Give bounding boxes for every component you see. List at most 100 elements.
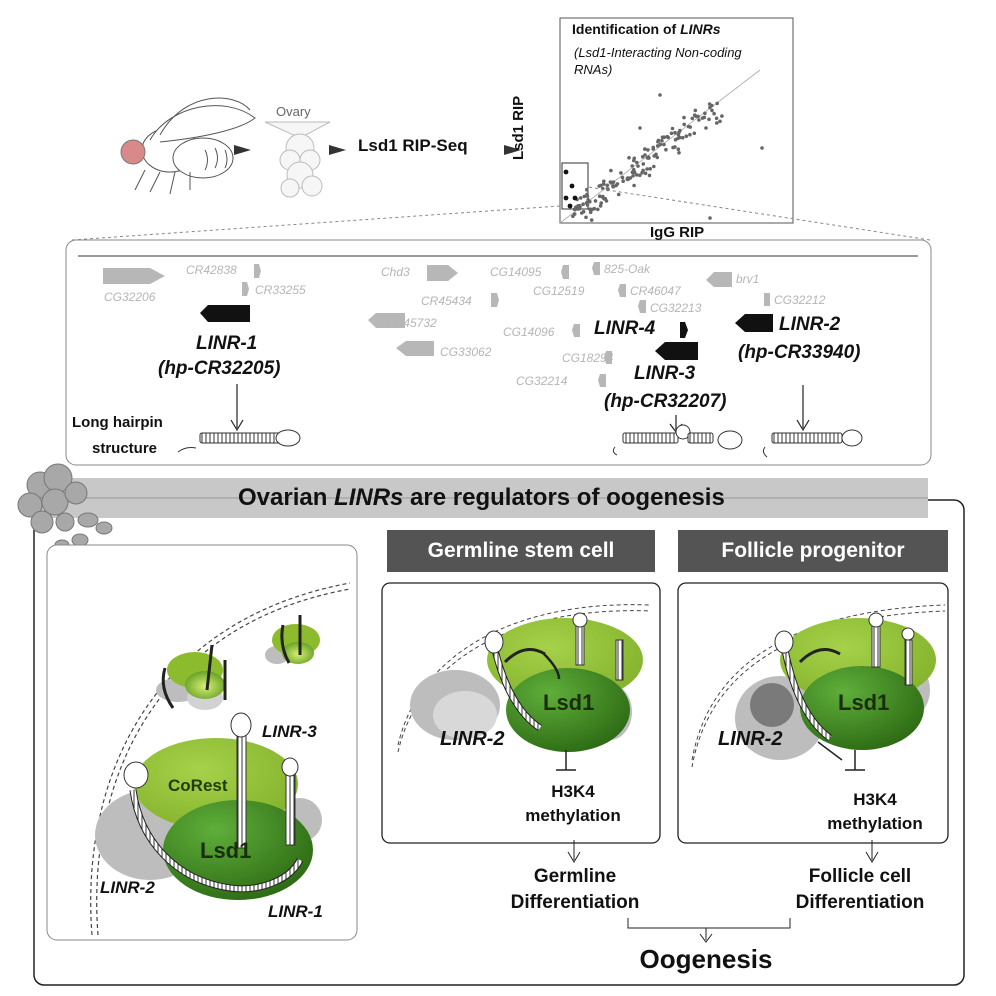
scatter-point <box>662 142 666 147</box>
follicle-diff-1: Follicle cell <box>808 866 912 887</box>
lsd1-label: Lsd1 <box>200 838 252 863</box>
scatter-point <box>715 101 719 106</box>
linr3-id: (hp-CR32207) <box>604 391 727 412</box>
linr4-label: LINR-4 <box>594 318 656 339</box>
scatter-point <box>682 122 686 127</box>
scatter-point <box>652 164 656 169</box>
scatter-point <box>651 145 656 150</box>
scatter-point <box>597 194 602 198</box>
germline-header: Germline stem cell <box>387 530 655 572</box>
complex-linr1-label: LINR-1 <box>268 902 323 921</box>
scatter-point <box>611 184 616 189</box>
germline-mark-2: methylation <box>525 806 621 825</box>
scatter-point <box>602 197 606 201</box>
ovary-label: Ovary <box>276 104 311 119</box>
scatter-point <box>584 215 588 220</box>
scatter-point <box>658 142 663 147</box>
scatter-point <box>645 156 650 160</box>
ovary-illustration <box>264 121 331 198</box>
complex-linr2-label: LINR-2 <box>100 878 155 897</box>
scatter-point <box>693 108 698 113</box>
scatter-point <box>647 173 652 178</box>
scatter-title: Identification of LINRs <box>572 21 721 37</box>
scatter-point <box>669 131 674 136</box>
gene-label: CG14095 <box>490 265 542 279</box>
scatter-subtitle-2: RNAs) <box>574 62 613 77</box>
scatter-point <box>602 179 606 184</box>
scatter-point <box>760 146 764 150</box>
scatter-point <box>708 216 712 220</box>
linr3-label: LINR-3 <box>634 363 696 384</box>
scatter-point <box>638 173 642 178</box>
scatter-point <box>640 155 645 159</box>
ovary-cluster <box>17 463 113 551</box>
scatter-point <box>585 187 589 192</box>
scatter-point <box>664 147 668 152</box>
follicle-mark-1: H3K4 <box>853 790 897 809</box>
scatter-point <box>673 130 677 135</box>
gene-label: CG32213 <box>650 301 702 315</box>
hairpin-structures <box>177 424 863 458</box>
scatter-point <box>581 209 586 214</box>
scatter-point <box>666 135 670 140</box>
scatter-point <box>652 154 656 158</box>
scatter-point <box>616 192 621 197</box>
follicle-header: Follicle progenitor <box>678 530 948 572</box>
scatter-point <box>703 111 707 116</box>
scatter-point <box>708 105 712 110</box>
gene-label: CG32214 <box>516 374 568 388</box>
scatter-point <box>588 210 593 215</box>
corest-label: CoRest <box>168 776 228 795</box>
scatter-point <box>575 207 580 211</box>
scatter-point <box>702 115 707 120</box>
scatter-point <box>707 102 712 106</box>
scatter-ylabel: Lsd1 RIP <box>510 95 527 160</box>
scatter-point <box>710 108 714 113</box>
scatter-point <box>586 198 590 202</box>
scatter-point <box>692 131 697 136</box>
gene-label: CR33255 <box>255 283 306 297</box>
scatter-point <box>620 175 625 180</box>
scatter-point <box>690 116 695 121</box>
scatter-point <box>714 116 719 121</box>
scatter-point <box>673 145 677 149</box>
scatter-point <box>697 118 701 122</box>
germline-complex <box>410 612 643 752</box>
scatter-point <box>643 171 648 176</box>
gene-label: CG12519 <box>533 284 585 298</box>
scatter-point <box>615 182 620 186</box>
gene-label: CG18294 <box>562 351 614 365</box>
complex-linr3-label: LINR-3 <box>262 722 317 741</box>
ripseq-label: Lsd1 RIP-Seq <box>358 136 468 155</box>
scatter-point <box>686 124 691 129</box>
scatter-point <box>676 147 681 151</box>
scatter-point <box>655 155 660 160</box>
scatter-point <box>631 174 635 178</box>
scatter-point <box>704 126 708 130</box>
scatter-point <box>598 204 603 208</box>
gene-label: CG14096 <box>503 325 555 339</box>
linr2-id: (hp-CR33940) <box>738 342 861 363</box>
scatter-point <box>677 151 681 155</box>
linr2-label: LINR-2 <box>779 314 841 335</box>
scatter-point <box>599 183 603 188</box>
scatter-point <box>677 135 682 140</box>
scatter-point <box>599 201 603 205</box>
follicle-linr2: LINR-2 <box>718 728 783 750</box>
scatter-point <box>609 168 613 173</box>
scatter-point <box>720 114 724 118</box>
scatter-point <box>688 132 692 137</box>
scatter-point <box>638 126 642 130</box>
scatter-xlabel: IgG RIP <box>650 224 705 241</box>
scatter-point <box>660 135 665 140</box>
scatter-point <box>643 147 647 151</box>
follicle-diff-2: Differentiation <box>795 892 925 913</box>
scatter-point <box>677 130 681 135</box>
germline-diff-1: Germline <box>533 866 617 887</box>
scatter-point <box>635 160 639 165</box>
follicle-mark-2: methylation <box>827 814 923 833</box>
scatter-point <box>578 196 583 200</box>
germline-mark-1: H3K4 <box>551 782 595 801</box>
gene-label: CR45434 <box>421 294 472 308</box>
scatter-point <box>658 93 662 97</box>
